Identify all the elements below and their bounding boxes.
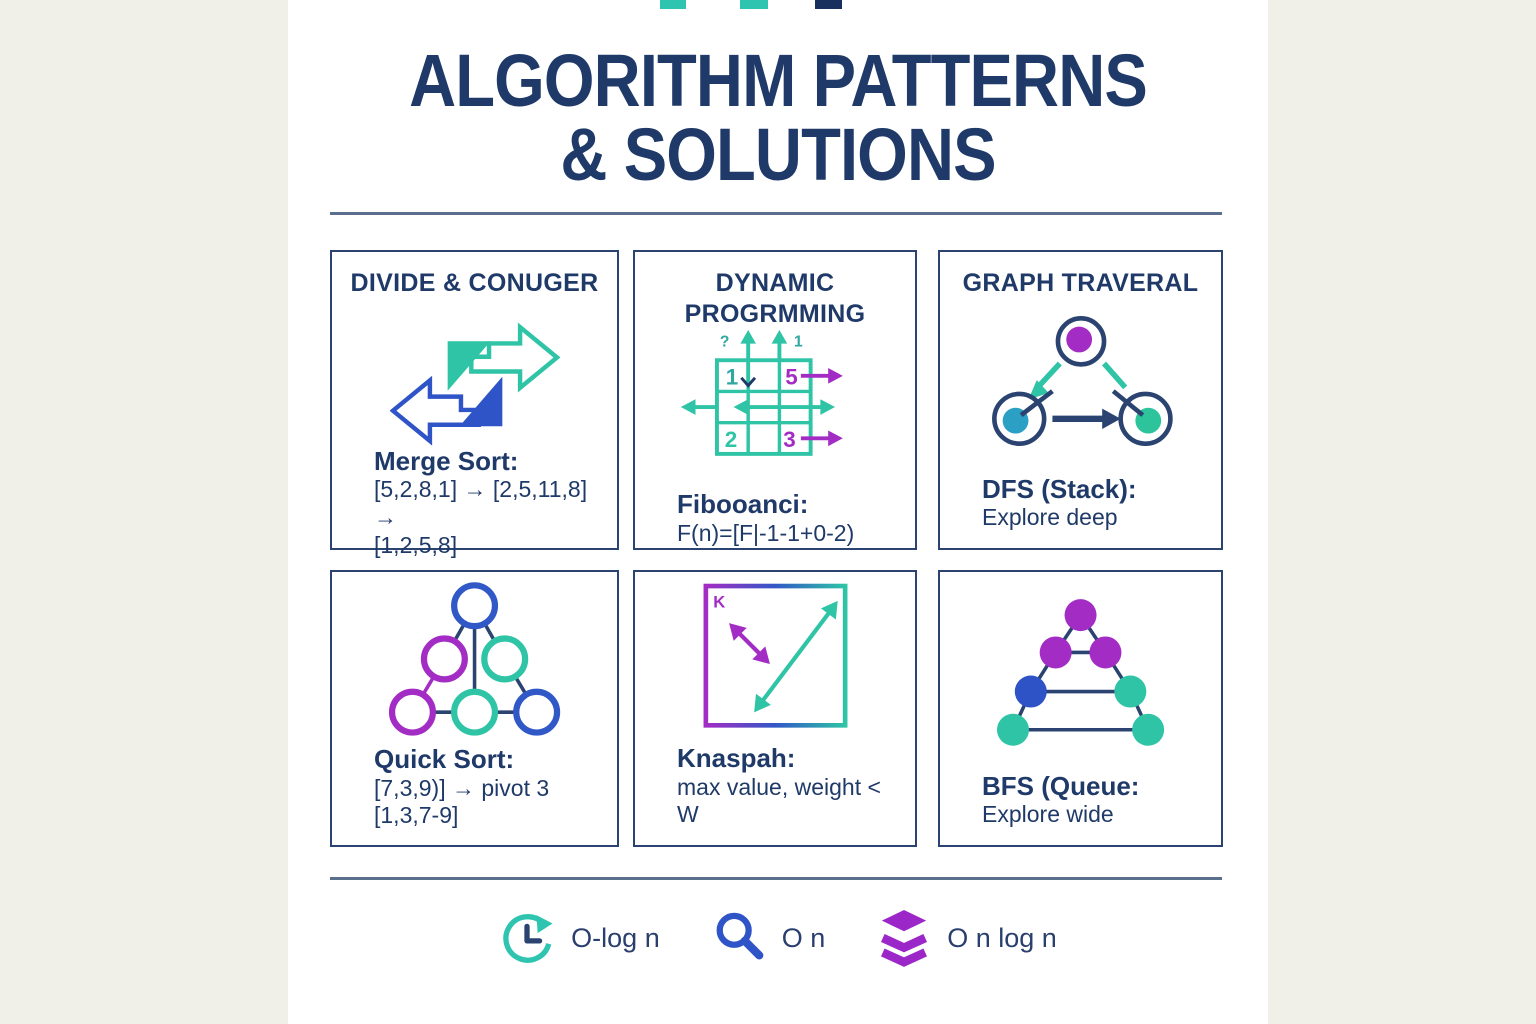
card-title: GRAPH TRAVERAL	[962, 269, 1199, 297]
top-accent-strip-navy	[815, 0, 842, 9]
legend-item-n-log-n: O n log n	[877, 908, 1057, 968]
grid-cell-2: 2	[724, 427, 736, 452]
card-title: DYNAMIC PROGRMMING	[684, 269, 866, 328]
card-heading: Merge Sort:	[374, 445, 519, 476]
page-title-line1: ALGORITHM PATTERNS	[409, 39, 1148, 122]
card-line: Explore deep	[982, 504, 1118, 531]
knapsack-grid-icon: K	[703, 583, 847, 728]
bfs-pyramid-icon	[996, 598, 1164, 746]
page-title: ALGORITHM PATTERNS & SOLUTIONS	[347, 44, 1209, 192]
poster: ALGORITHM PATTERNS & SOLUTIONS DIVIDE & …	[288, 0, 1268, 1024]
card-line: max value, weight < W	[677, 773, 881, 828]
card-line: [7,3,9)] → pivot 3	[374, 774, 550, 801]
grid-mark-right: 1	[794, 334, 803, 351]
grid-mark-left: ?	[719, 334, 729, 351]
top-accent-strip-teal-1	[660, 0, 686, 9]
knapsack-grid-mark: K	[713, 592, 725, 611]
divide-conquer-arrows-icon	[389, 321, 560, 446]
card-heading: Fibooanci:	[677, 489, 809, 519]
search-icon	[716, 912, 764, 960]
title-divider	[330, 212, 1222, 215]
top-accent-strip-teal-2	[740, 0, 768, 9]
grid-cell-5: 5	[785, 365, 797, 390]
grid-cell-1: 1	[725, 365, 737, 390]
card-divide-conquer: DIVIDE & CONUGER Merge Sort: [5,2,8,1] →…	[330, 250, 619, 558]
card-heading: DFS (Stack):	[982, 473, 1137, 504]
card-dynamic-programming: DYNAMIC PROGRMMING ? 1 1 5 2 3	[633, 250, 917, 550]
card-graph-traversal: GRAPH TRAVERAL DFS (Stack): Explore deep	[938, 250, 1223, 550]
quick-sort-tree-icon	[388, 582, 560, 736]
complexity-legend: O-log n O n O n log n	[288, 908, 1268, 968]
grid-cell-3: 3	[783, 427, 795, 452]
legend-label: O n log n	[947, 922, 1057, 953]
clock-icon	[503, 914, 553, 963]
card-bfs: BFS (Queue: Explore wide	[938, 570, 1223, 847]
card-knapsack: K Knaspah: max value, weight < W	[633, 570, 917, 847]
dp-memo-grid-icon: ? 1 1 5 2 3	[680, 329, 843, 456]
card-line: [1,2,5,8]	[374, 531, 458, 558]
card-title: DIVIDE & CONUGER	[350, 269, 599, 297]
legend-label: O n	[781, 922, 826, 953]
card-heading: BFS (Queue:	[982, 770, 1140, 801]
card-heading: Quick Sort:	[374, 744, 515, 774]
card-line: Explore wide	[982, 801, 1114, 828]
card-line: [1,3,7-9]	[374, 802, 459, 829]
graph-nodes-icon	[991, 315, 1173, 446]
footer-divider	[330, 877, 1222, 880]
legend-item-n: O n	[712, 910, 826, 966]
card-line: F(n)=[F|-1-1+0-2)	[677, 519, 855, 546]
card-line: [5,2,8,1] → [2,5,11,8] →	[374, 476, 588, 530]
page-title-line2: & SOLUTIONS	[560, 113, 996, 196]
card-heading: Knaspah:	[677, 743, 796, 773]
card-quick-sort: Quick Sort: [7,3,9)] → pivot 3 [1,3,7-9]	[330, 570, 619, 847]
legend-label: O-log n	[571, 922, 660, 953]
legend-item-log-n: O-log n	[499, 909, 660, 967]
layers-icon	[881, 910, 928, 967]
